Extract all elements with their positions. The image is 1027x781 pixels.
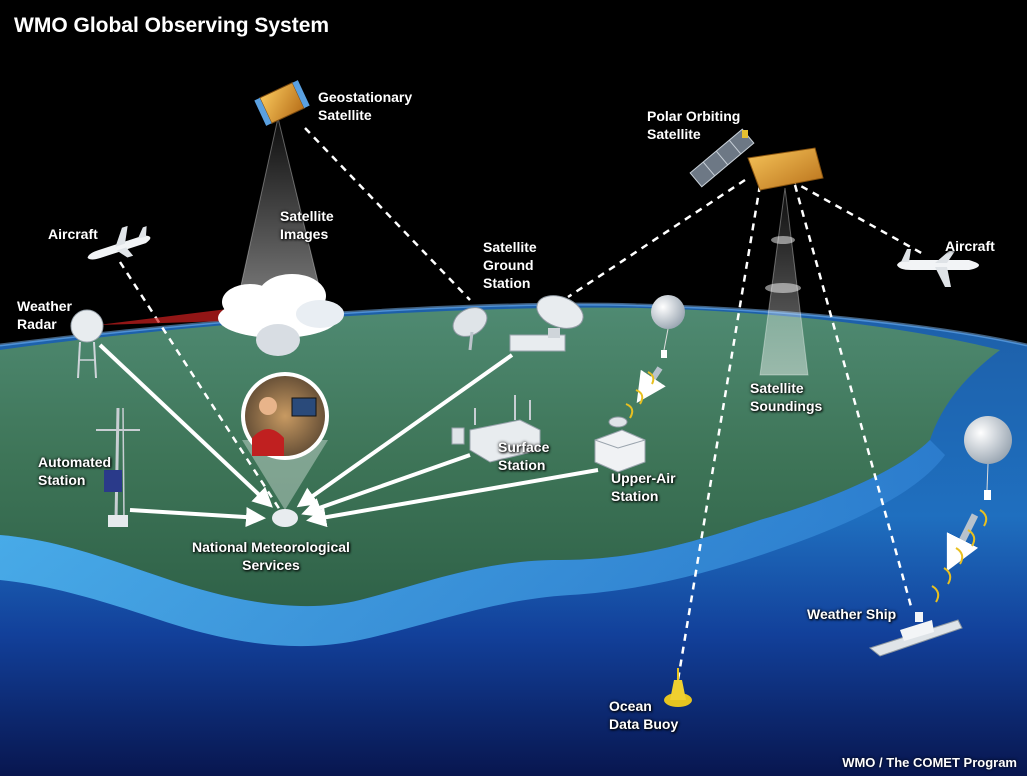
- label-polar-orbiting-satellite: Polar Orbiting Satellite: [647, 108, 741, 142]
- link-polar-to-ship: [793, 184, 914, 611]
- geostationary-satellite-icon: [254, 80, 310, 126]
- label-upper-air-station: Upper-Air Station: [611, 470, 676, 504]
- arrow-surface-to-nms: [301, 453, 471, 518]
- radar-dome-icon: [70, 309, 104, 379]
- label-aircraft-right: Aircraft: [945, 238, 995, 254]
- label-surface-station: Surface Station: [498, 439, 550, 473]
- aircraft-icon: [897, 249, 979, 287]
- link-polar-to-buoy: [676, 184, 762, 681]
- sounding-ring-2: [765, 283, 801, 293]
- label-ocean-data-buoy: Ocean Data Buoy: [609, 698, 679, 732]
- earth: [0, 302, 1027, 776]
- weather-balloon-icon: [625, 295, 685, 419]
- upper-air-station-icon: [594, 416, 646, 473]
- data-arrows: [98, 343, 599, 528]
- horizon-glow: [0, 302, 1027, 347]
- sounding-beam: [759, 187, 809, 376]
- arrow-upperair-to-nms: [306, 468, 599, 528]
- forecaster-photo-icon: [241, 372, 329, 527]
- dashed-links: [118, 127, 926, 681]
- sounding-ring-1: [771, 236, 795, 244]
- label-aircraft-left: Aircraft: [48, 226, 98, 242]
- automated-station-icon: [96, 407, 140, 527]
- polar-satellite-icon: [689, 128, 824, 191]
- link-aircraft-to-nms: [118, 261, 282, 511]
- label-satellite-ground-station: Satellite Ground Station: [483, 239, 537, 291]
- surface-station-icon: [451, 395, 541, 463]
- arrow-radar-to-nms: [98, 343, 273, 508]
- weather-balloon-icon: [931, 416, 1012, 603]
- link-geo-to-ground: [304, 127, 471, 301]
- satellite-dish-icon: [452, 295, 584, 352]
- label-satellite-images: Satellite Images: [280, 208, 334, 242]
- cloud-icon: [218, 274, 344, 356]
- label-national-meteorological-services: National Meteorological Services: [192, 539, 350, 573]
- arrow-ground-to-nms: [296, 353, 514, 508]
- arrow-automated-to-nms: [129, 507, 266, 528]
- label-weather-radar: Weather Radar: [17, 298, 72, 332]
- label-satellite-soundings: Satellite Soundings: [750, 380, 823, 414]
- label-geostationary-satellite: Geostationary Satellite: [318, 89, 413, 123]
- radar-beam: [98, 306, 258, 325]
- aircraft-icon: [87, 225, 151, 260]
- ocean-buoy-icon: [664, 668, 692, 707]
- coastal-shelf: [0, 440, 945, 647]
- label-weather-ship: Weather Ship: [807, 606, 897, 622]
- link-polar-to-ground: [567, 178, 746, 299]
- weather-ship-icon: [868, 612, 963, 657]
- label-automated-station: Automated Station: [38, 454, 112, 488]
- credit-line: WMO / The COMET Program: [842, 755, 1017, 770]
- diagram-title: WMO Global Observing System: [14, 14, 330, 37]
